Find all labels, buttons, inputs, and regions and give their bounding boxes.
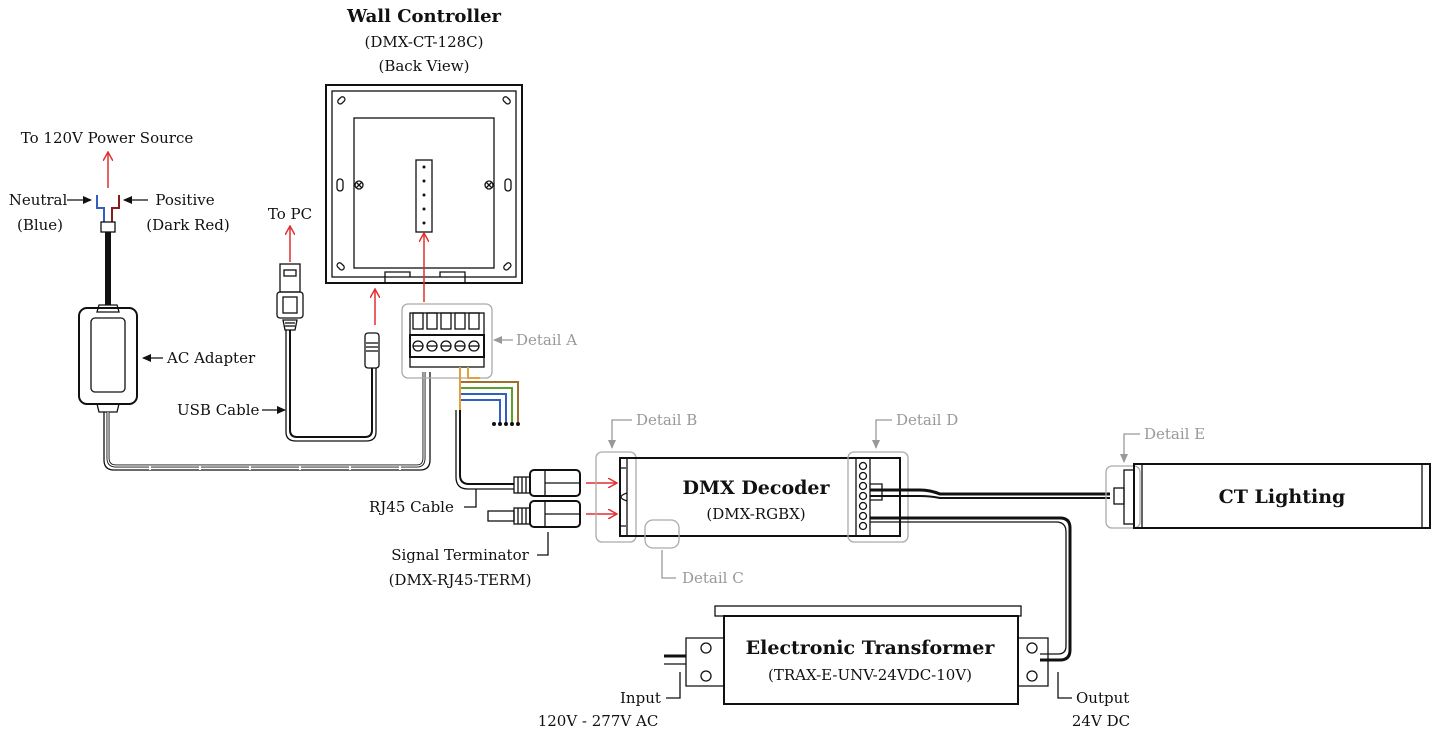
ac-adapter-label: AC Adapter: [166, 349, 256, 367]
dmx-decoder: Detail B DMX Decoder (DMX-RGBX) Detail C…: [595, 411, 958, 587]
neutral-label: Neutral: [9, 191, 68, 209]
transformer-model: (TRAX-E-UNV-24VDC-10V): [768, 666, 972, 684]
detail-e-box: [1105, 465, 1141, 529]
ct-lighting: Detail E CT Lighting: [1105, 425, 1431, 529]
rj45-cable-label: RJ45 Cable: [369, 498, 454, 516]
transformer-title: Electronic Transformer: [746, 637, 996, 659]
power-source-label: To 120V Power Source: [21, 129, 194, 147]
detail-b-box: [595, 451, 637, 543]
mount-slot-right: [504, 178, 512, 192]
output-value-label: 24V DC: [1072, 712, 1130, 730]
terminal-block: Detail A: [401, 234, 577, 426]
decoder-body: [619, 457, 901, 537]
decoder-title: DMX Decoder: [682, 477, 830, 499]
electronic-transformer: Electronic Transformer (TRAX-E-UNV-24VDC…: [538, 605, 1130, 730]
ac-adapter-body: [78, 307, 138, 405]
ct-lighting-title: CT Lighting: [1219, 486, 1346, 508]
usb-a-plug-icon: [279, 263, 301, 293]
output-label: Output: [1076, 689, 1129, 707]
positive-wire: [111, 195, 120, 222]
ct-lighting-body: [1133, 463, 1431, 529]
screw-left-icon: [354, 180, 364, 190]
detail-a-box: [401, 303, 493, 379]
wall-controller-model: (DMX-CT-128C): [364, 33, 483, 51]
decoder-model: (DMX-RGBX): [706, 505, 805, 523]
transformer-body: [723, 615, 1019, 705]
detail-c-box: [644, 519, 680, 549]
neutral-color-label: (Blue): [17, 216, 63, 234]
wall-controller: Wall Controller (DMX-CT-128C) (Back View…: [325, 6, 523, 284]
detail-b-label: Detail B: [636, 411, 697, 429]
terminal-pins: [422, 165, 426, 225]
terminator-label: Signal Terminator: [391, 546, 529, 564]
detail-a-label: Detail A: [516, 331, 577, 349]
transformer-output-wire: [870, 516, 1072, 662]
rj45-cable: [459, 410, 514, 485]
usb-section: To PC USB Cable: [177, 205, 380, 442]
neutral-wire: [96, 195, 105, 222]
input-range-label: 120V - 277V AC: [538, 712, 659, 730]
input-label: Input: [620, 689, 661, 707]
power-section: To 120V Power Source Neutral (Blue) Posi…: [9, 129, 431, 471]
cable-dashes: [149, 466, 401, 470]
positive-label: Positive: [155, 191, 214, 209]
positive-color-label: (Dark Red): [146, 216, 229, 234]
usb-cable: [289, 330, 373, 438]
micro-usb-plug-icon: [364, 332, 380, 369]
rj45-section: RJ45 Cable Signal Terminator (DMX-RJ45-T…: [369, 410, 616, 589]
terminator-model-label: (DMX-RJ45-TERM): [389, 571, 532, 589]
detail-d-label: Detail D: [896, 411, 958, 429]
mount-slot-left: [336, 178, 344, 192]
wall-controller-view: (Back View): [378, 57, 469, 75]
to-pc-label: To PC: [268, 205, 312, 223]
detail-e-label: Detail E: [1144, 425, 1205, 443]
screw-right-icon: [484, 180, 494, 190]
detail-c-label: Detail C: [682, 569, 744, 587]
wall-controller-title: Wall Controller: [346, 6, 502, 27]
decoder-output-wire: [870, 488, 1110, 496]
usb-cable-label: USB Cable: [177, 401, 260, 419]
